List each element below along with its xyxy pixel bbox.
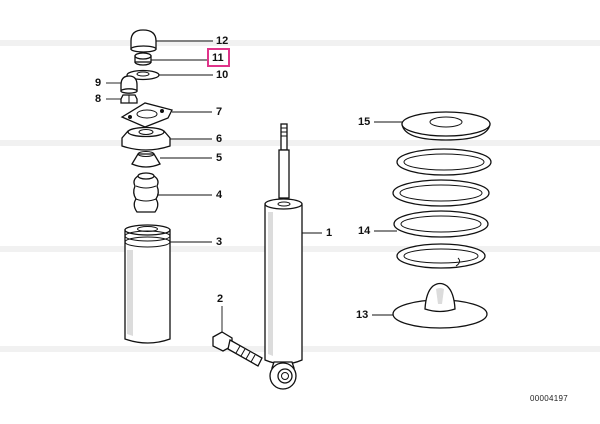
part-11-nut[interactable]: [134, 52, 152, 66]
callout-3[interactable]: 3: [216, 236, 223, 248]
part-10-washer[interactable]: [126, 69, 160, 81]
part-5-buffer-cap[interactable]: [131, 151, 161, 168]
part-8-hex-nut[interactable]: [120, 94, 138, 104]
callout-4[interactable]: 4: [216, 189, 223, 201]
part-4-bump-stop[interactable]: [133, 172, 159, 213]
callout-1[interactable]: 1: [326, 227, 333, 239]
callout-6[interactable]: 6: [216, 133, 223, 145]
callout-2[interactable]: 2: [217, 293, 224, 305]
callout-11[interactable]: 11: [212, 52, 224, 64]
callout-9[interactable]: 9: [95, 77, 102, 89]
part-1-shock-absorber[interactable]: [264, 123, 303, 390]
part-2-bolt[interactable]: [212, 331, 263, 367]
callout-13[interactable]: 13: [356, 309, 369, 321]
callout-14[interactable]: 14: [358, 225, 371, 237]
part-13-lower-spring-seat[interactable]: [392, 282, 488, 329]
part-12-dust-cap[interactable]: [130, 29, 157, 53]
part-3-protective-boot[interactable]: [124, 224, 171, 344]
callout-5[interactable]: 5: [216, 152, 223, 164]
part-6-strut-mount[interactable]: [121, 126, 171, 151]
diagram-reference-number: 00004197: [530, 394, 568, 403]
callout-12[interactable]: 12: [216, 35, 229, 47]
callout-15[interactable]: 15: [358, 116, 371, 128]
callout-7[interactable]: 7: [216, 106, 223, 118]
callout-11-highlight-box: [207, 48, 230, 67]
callout-10[interactable]: 10: [216, 69, 229, 81]
leader-lines: [106, 40, 402, 332]
callout-8[interactable]: 8: [95, 93, 102, 105]
part-14-coil-spring[interactable]: [392, 148, 492, 269]
part-15-upper-spring-seat[interactable]: [401, 111, 491, 141]
part-7-mounting-plate[interactable]: [120, 102, 173, 128]
part-9-cap[interactable]: [120, 75, 138, 94]
